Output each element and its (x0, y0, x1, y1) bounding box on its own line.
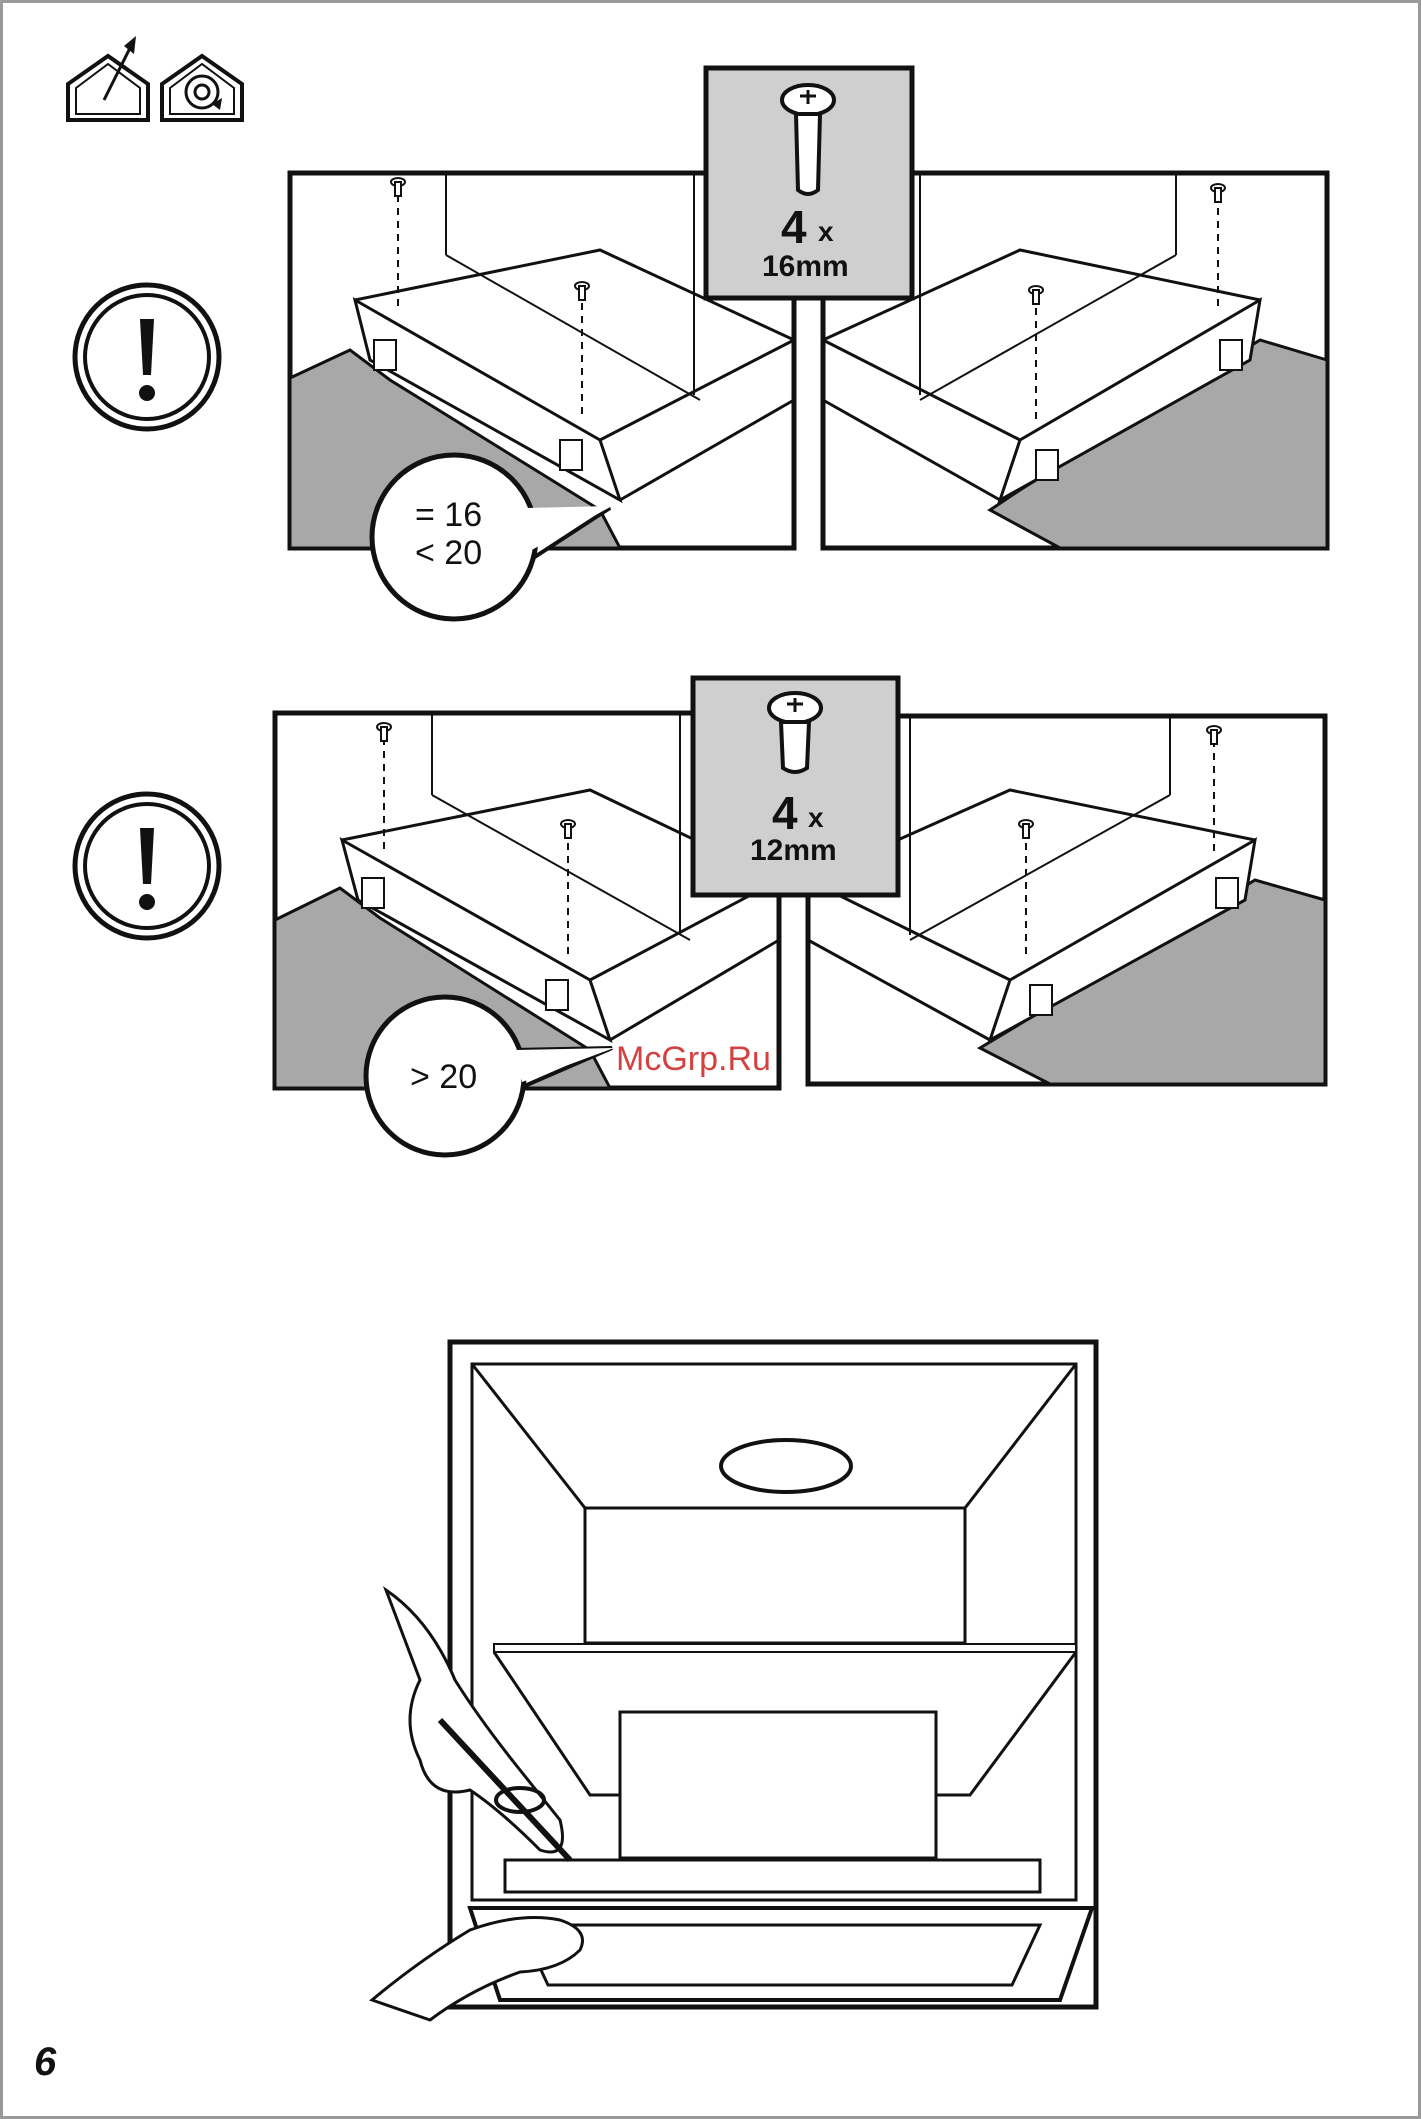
warning-icon (75, 285, 219, 429)
step2-screw-count: 4 (772, 786, 798, 840)
step2-screw-length: 12mm (750, 834, 837, 868)
step1-screw-count: 4 (781, 200, 807, 254)
warning-icon-2 (75, 794, 219, 938)
step1-bubble-line2: < 20 (415, 534, 482, 572)
step1-screw-multiplier: x (818, 216, 834, 248)
step2-bubble-line1: > 20 (410, 1058, 477, 1096)
step2-screw-multiplier: x (808, 802, 824, 834)
hood-illustration (372, 1342, 1096, 2020)
watermark: McGrp.Ru (616, 1040, 771, 1079)
page-number: 6 (34, 2040, 56, 2085)
house-exhaust-icon (68, 36, 148, 120)
house-recirculation-icon (162, 56, 242, 120)
step1-bubble-line1: = 16 (415, 496, 482, 534)
step1-screw-length: 16mm (762, 250, 849, 284)
